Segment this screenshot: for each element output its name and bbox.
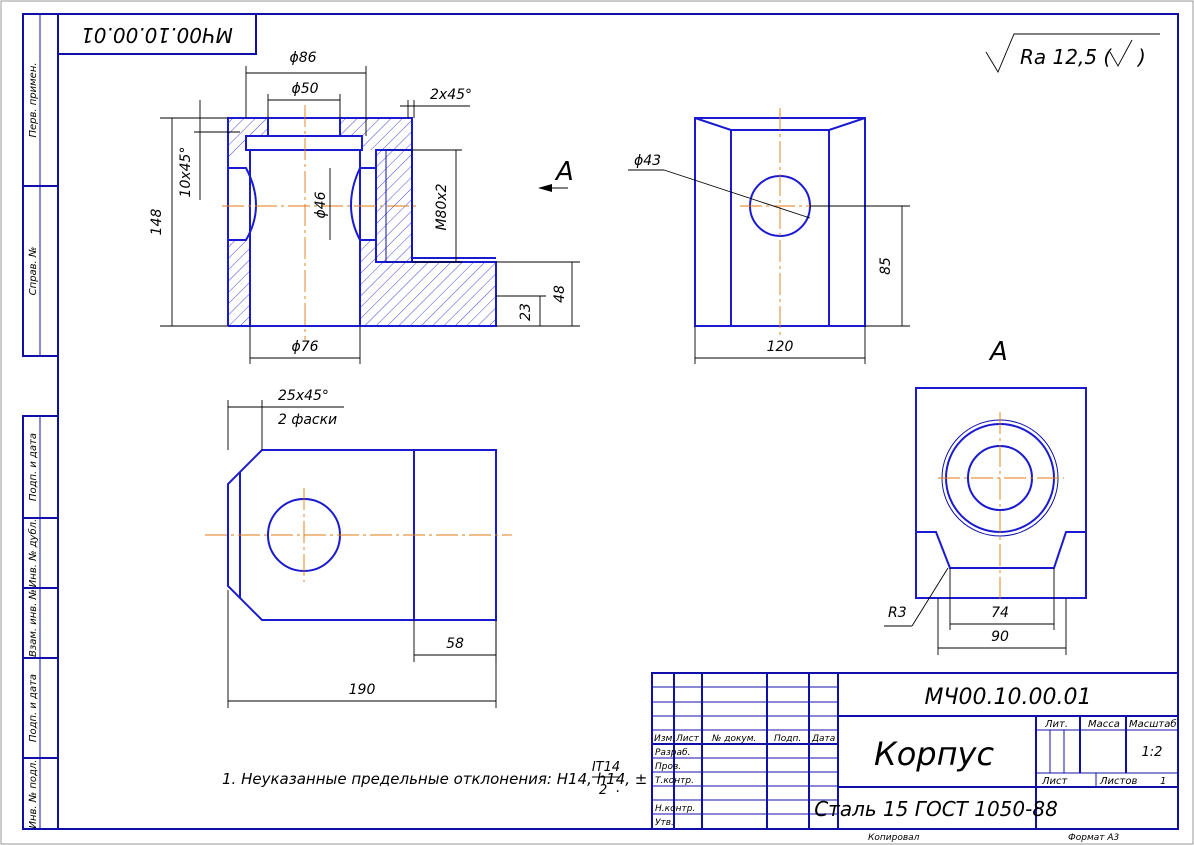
tb-tkontr: Т.контр. bbox=[655, 776, 694, 786]
title-block: Изм. Лист № докум. Подп. Дата Разраб. Пр… bbox=[651, 672, 1179, 843]
tb-massa: Масса bbox=[1088, 719, 1120, 730]
tb-prov: Пров. bbox=[655, 762, 681, 772]
tb-sheets: 1 bbox=[1160, 776, 1166, 787]
side-inv-dubl: Инв. № дубл. bbox=[27, 519, 39, 587]
tb-h-date: Дата bbox=[811, 734, 835, 744]
dim-w74: 74 bbox=[991, 605, 1009, 621]
roughness-tail: ) bbox=[1136, 45, 1146, 69]
tb-h-list: Лист bbox=[675, 734, 700, 744]
side-strip: Перв. примен. Справ. № Подп. и дата Инв.… bbox=[22, 13, 59, 830]
dim-ch25-note: 2 фаски bbox=[278, 412, 337, 428]
note-text: 1. Неуказанные предельные отклонения: H1… bbox=[222, 770, 647, 788]
tb-masshtab: Масштаб bbox=[1129, 718, 1177, 730]
tb-format: Формат А3 bbox=[1068, 833, 1120, 843]
tb-utv: Утв. bbox=[655, 818, 674, 828]
rotated-drawing-number: МЧ00.10.00.01 bbox=[81, 23, 233, 47]
roughness-mark: Ra 12,5 ( ) bbox=[985, 33, 1160, 73]
side-podp-data-1: Подп. и дата bbox=[28, 433, 39, 501]
note-end: . bbox=[616, 780, 620, 796]
dim-h48: 48 bbox=[552, 285, 568, 303]
front-section-view: ϕ86 ϕ50 2x45° 148 10x45° ϕ46 M80x2 23 48… bbox=[149, 50, 580, 364]
side-view: ϕ43 85 120 bbox=[628, 108, 910, 364]
dim-r3: R3 bbox=[888, 605, 907, 621]
dim-h23: 23 bbox=[518, 303, 534, 321]
top-view: 25x45° 2 фаски 58 190 bbox=[205, 388, 512, 708]
side-sprav: Справ. № bbox=[28, 247, 39, 296]
dim-w90: 90 bbox=[991, 629, 1009, 645]
tb-scale: 1:2 bbox=[1142, 745, 1163, 760]
note-numerator: IT14 bbox=[592, 760, 620, 775]
dim-w190: 190 bbox=[349, 682, 376, 698]
dim-w120: 120 bbox=[767, 339, 794, 355]
dim-ch10: 10x45° bbox=[178, 147, 194, 198]
view-a: А 90 74 R3 bbox=[884, 337, 1087, 655]
dim-h148: 148 bbox=[149, 209, 165, 236]
tb-razrab: Разраб. bbox=[655, 748, 690, 758]
tb-h-doc: № докум. bbox=[711, 734, 756, 744]
tb-part-name: Корпус bbox=[874, 735, 994, 773]
tb-h-izm: Изм. bbox=[654, 734, 675, 744]
tb-copied: Копировал bbox=[868, 833, 920, 843]
view-a-label: А bbox=[988, 337, 1008, 367]
note-denominator: 2 bbox=[599, 783, 607, 798]
tb-listov: Листов bbox=[1099, 776, 1137, 787]
dim-d43: ϕ43 bbox=[634, 153, 661, 169]
tb-material: Сталь 15 ГОСТ 1050-88 bbox=[814, 797, 1058, 821]
dim-m80: M80x2 bbox=[434, 183, 450, 230]
tb-list: Лист bbox=[1041, 776, 1069, 787]
dim-ch25: 25x45° bbox=[278, 388, 329, 404]
technical-note: 1. Неуказанные предельные отклонения: H1… bbox=[222, 760, 647, 798]
roughness-text: Ra 12,5 ( bbox=[1020, 45, 1112, 69]
view-arrow-label: А bbox=[554, 157, 574, 187]
dim-d46: ϕ46 bbox=[313, 191, 329, 218]
dim-d76: ϕ76 bbox=[291, 339, 318, 355]
dim-d86: ϕ86 bbox=[289, 50, 316, 66]
tb-h-sign: Подп. bbox=[774, 734, 801, 744]
dim-ch2: 2x45° bbox=[430, 87, 472, 103]
dim-h85: 85 bbox=[878, 257, 894, 275]
tb-lit: Лит. bbox=[1044, 719, 1068, 730]
side-perv-primen: Перв. примен. bbox=[28, 62, 39, 137]
dim-w58: 58 bbox=[446, 636, 464, 652]
side-podp-data-2: Подп. и дата bbox=[28, 674, 39, 742]
side-inv-podl: Инв. № подл. bbox=[28, 760, 39, 829]
tb-drawing-number: МЧ00.10.00.01 bbox=[924, 685, 1091, 710]
side-vzam-inv: Взам. инв. № bbox=[28, 589, 39, 657]
tb-nkontr: Н.контр. bbox=[655, 804, 695, 814]
dim-d50: ϕ50 bbox=[291, 81, 318, 97]
